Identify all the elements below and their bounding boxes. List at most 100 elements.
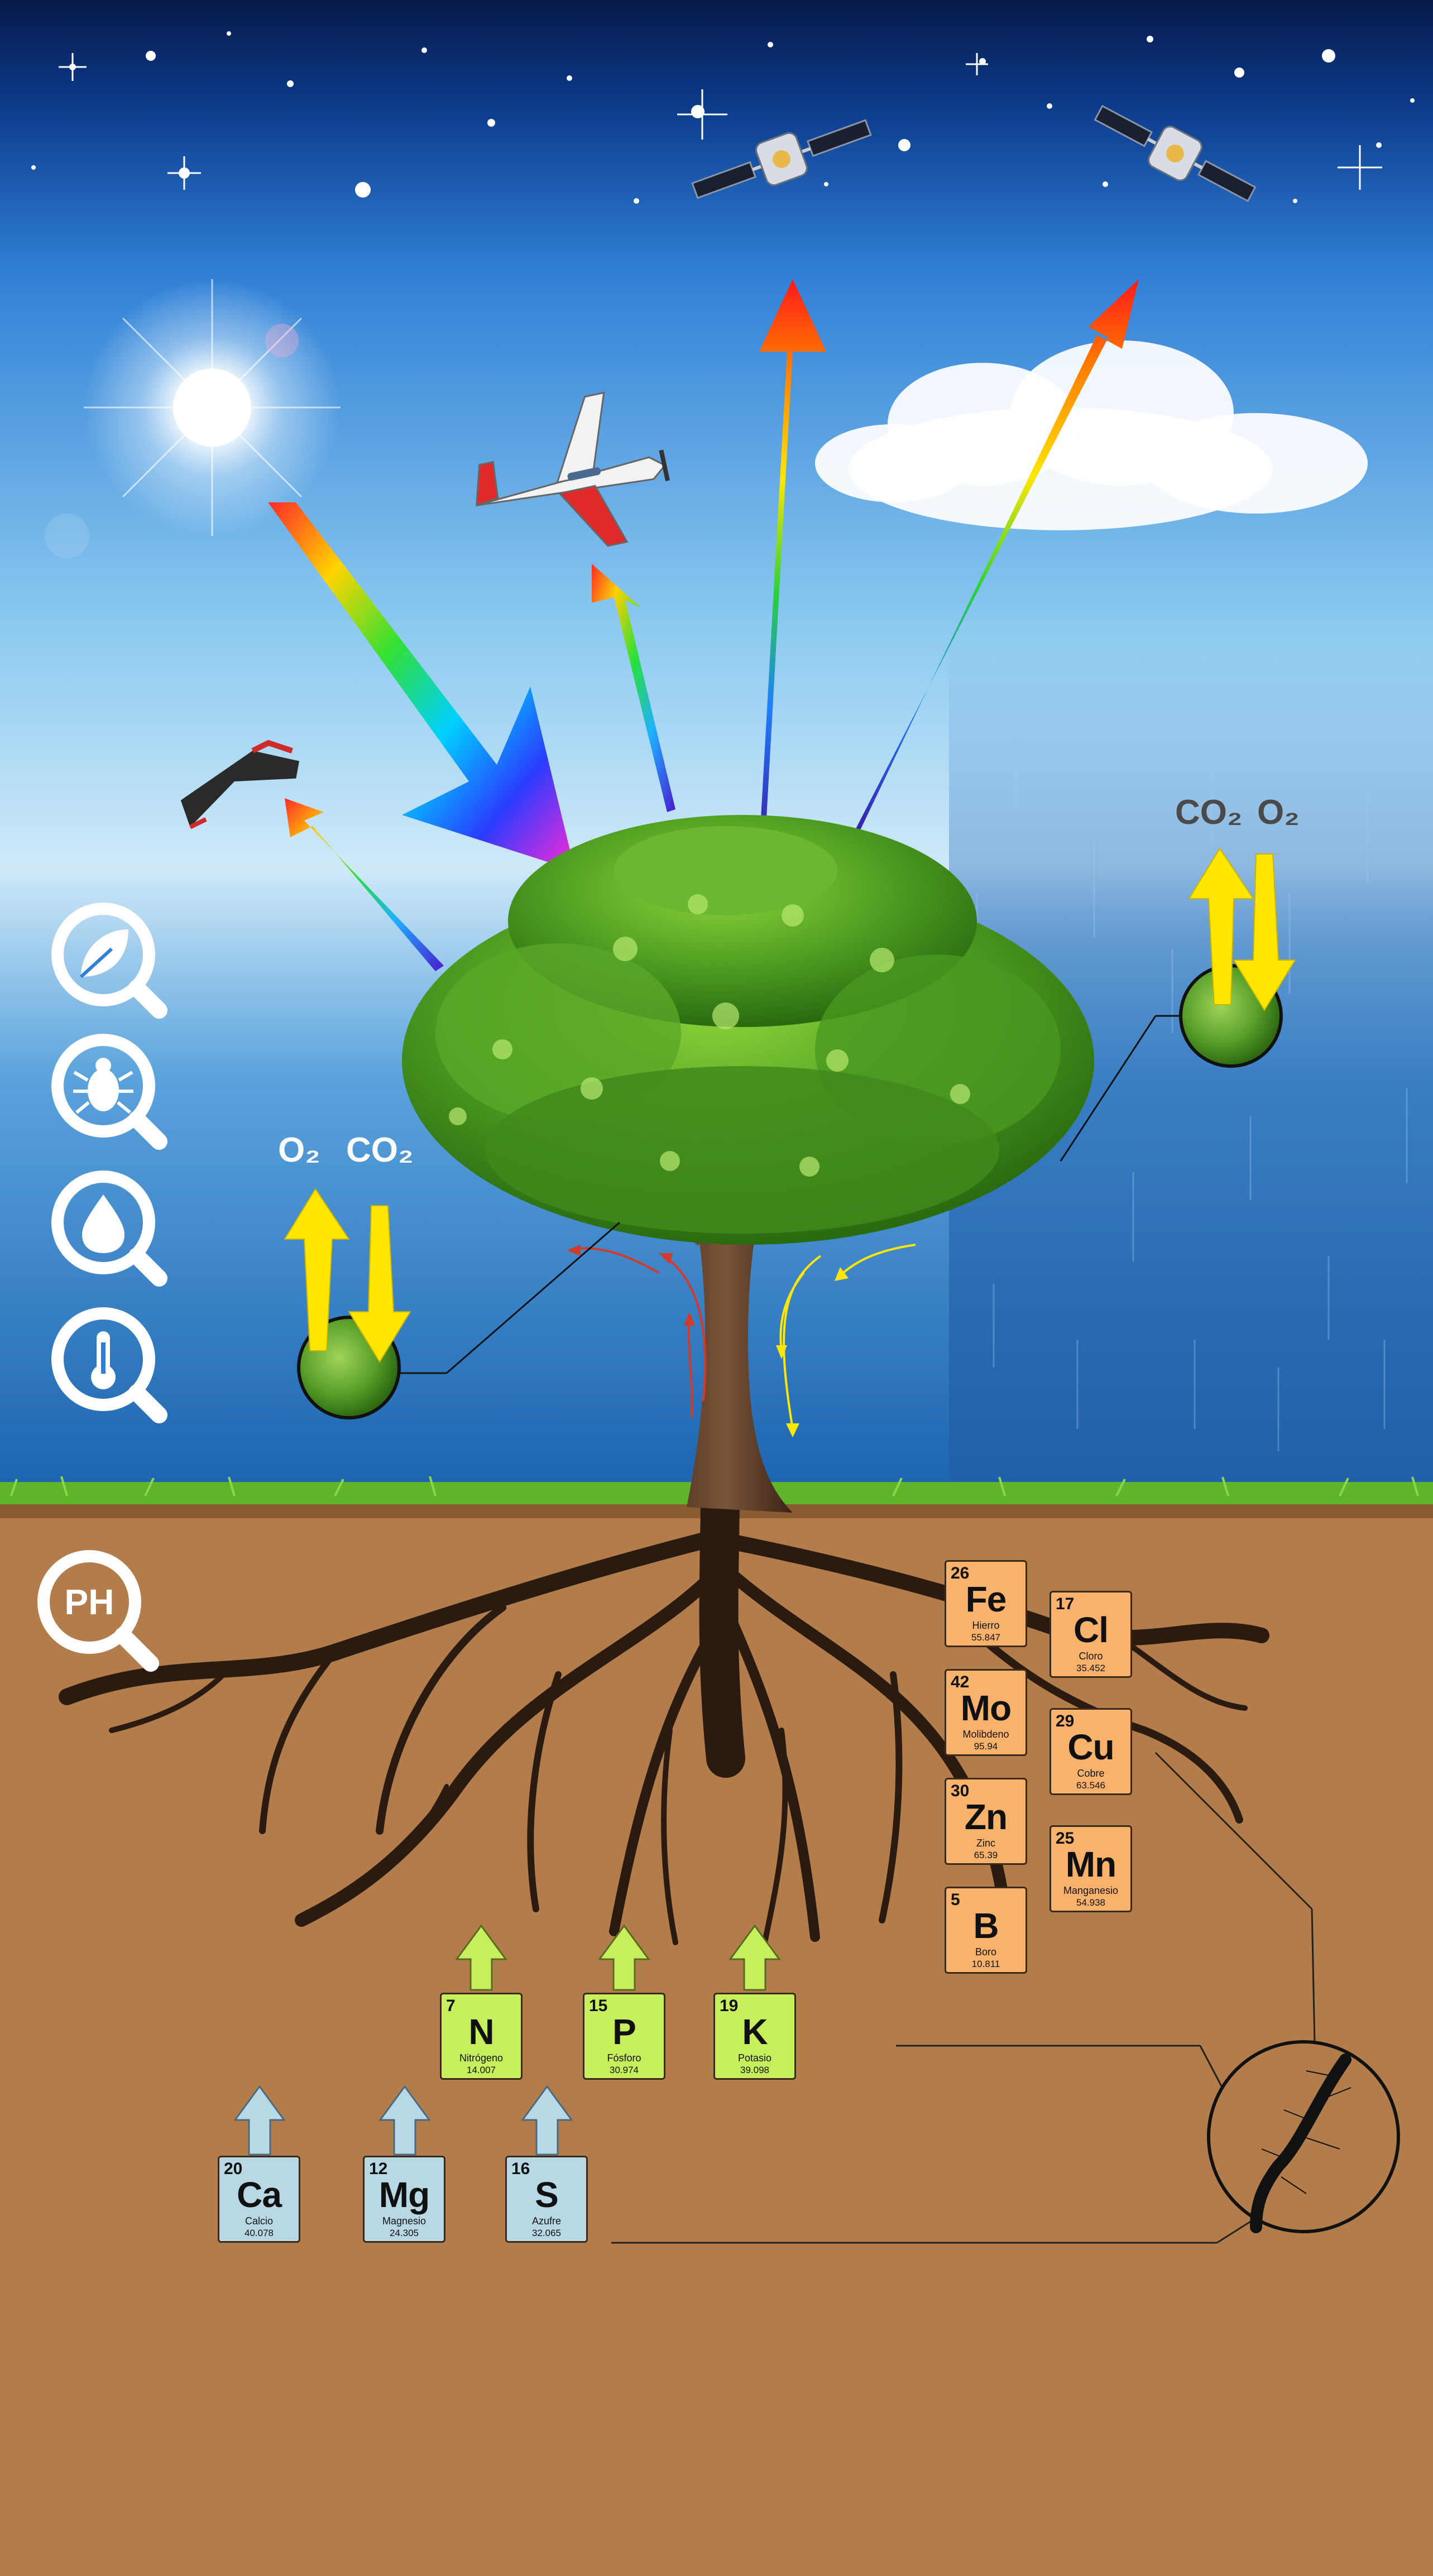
element-number: 15 <box>589 1997 608 2015</box>
element-number: 29 <box>1056 1712 1075 1730</box>
connector-line <box>1216 2220 1251 2244</box>
reflected-arrow-satellite-2 <box>849 279 1139 843</box>
element-symbol: N <box>468 2012 494 2052</box>
element-symbol: Mg <box>378 2175 430 2215</box>
element-mass: 24.305 <box>390 2228 419 2238</box>
element-tile-cl: 17 Cl Cloro 35.452 <box>1049 1591 1132 1678</box>
callout-line <box>1060 1015 1157 1162</box>
lens-flare <box>265 324 299 357</box>
gas-label-left-o2: O₂ <box>278 1131 320 1169</box>
element-name: Boro <box>975 1946 997 1958</box>
element-mass: 54.938 <box>1076 1897 1105 1908</box>
element-tile-n: 7 N Nitrógeno 14.007 <box>440 1993 523 2080</box>
element-mass: 35.452 <box>1076 1663 1105 1673</box>
star-sparkles <box>59 53 1382 190</box>
element-name: Magnesio <box>382 2215 426 2227</box>
rain-streaks <box>976 698 1408 1451</box>
gas-label-right-co2: CO₂ <box>1175 793 1243 832</box>
gas-arrows-left <box>284 1188 411 1363</box>
element-name: Zinc <box>976 1838 995 1849</box>
element-name: Fósforo <box>607 2052 641 2064</box>
element-tile-mg: 12 Mg Magnesio 24.305 <box>363 2156 445 2243</box>
element-mass: 63.546 <box>1076 1780 1105 1791</box>
element-name: Hierro <box>972 1620 1000 1631</box>
element-symbol: P <box>612 2012 636 2052</box>
tree-canopy <box>402 815 1094 1245</box>
sun-rays <box>84 279 341 536</box>
element-number: 25 <box>1056 1829 1075 1848</box>
lens-flare <box>45 514 89 558</box>
element-tile-cu: 29 Cu Cobre 63.546 <box>1049 1708 1132 1795</box>
element-number: 12 <box>369 2160 388 2178</box>
element-number: 17 <box>1056 1595 1075 1613</box>
element-mass: 14.007 <box>467 2065 496 2075</box>
element-tile-s: 16 S Azufre 32.065 <box>505 2156 588 2243</box>
grass-blades <box>10 1476 1419 1496</box>
bug-search-icon <box>51 1034 167 1150</box>
leaf-search-icon <box>51 903 167 1019</box>
root-hairs <box>1261 2070 1351 2194</box>
element-name: Potasio <box>737 2052 772 2064</box>
element-symbol: Zn <box>964 1797 1008 1837</box>
element-symbol: Fe <box>965 1579 1007 1619</box>
element-symbol: B <box>973 1906 999 1946</box>
element-number: 20 <box>224 2160 243 2178</box>
element-tile-zn: 30 Zn Zinc 65.39 <box>945 1778 1027 1865</box>
element-name: Molibdeno <box>962 1729 1009 1740</box>
callout-line <box>446 1221 620 1374</box>
element-number: 16 <box>511 2160 530 2178</box>
element-name: Calcio <box>245 2215 274 2227</box>
gas-label-left-co2: CO₂ <box>346 1131 414 1169</box>
element-mass: 65.39 <box>974 1850 998 1860</box>
element-mass: 10.811 <box>971 1959 1000 1969</box>
primary-uptake-arrows <box>455 1924 781 1991</box>
water-arrowheads <box>776 1267 849 1437</box>
element-mass: 30.974 <box>610 2065 639 2075</box>
element-tile-b: 5 B Boro 10.811 <box>945 1887 1027 1974</box>
element-number: 19 <box>720 1997 739 2015</box>
cloud <box>815 340 1368 530</box>
element-symbol: Mn <box>1065 1844 1116 1884</box>
element-tile-fe: 26 Fe Hierro 55.847 <box>945 1560 1027 1647</box>
reflected-arrow-drone <box>285 798 444 971</box>
connector-line <box>1311 1908 1316 2043</box>
element-mass: 39.098 <box>740 2065 769 2075</box>
gas-label-right-o2: O₂ <box>1257 793 1300 832</box>
sap-arrowheads <box>567 1245 695 1326</box>
element-tile-p: 15 P Fósforo 30.974 <box>583 1993 665 2080</box>
element-number: 5 <box>951 1891 960 1909</box>
secondary-uptake-arrows <box>233 2085 573 2156</box>
element-name: Cloro <box>1079 1651 1103 1662</box>
root-hair-zoom-root <box>1250 2054 1351 2233</box>
element-name: Manganesio <box>1063 1885 1119 1896</box>
connector-line <box>1154 1752 1313 1910</box>
element-name: Azufre <box>531 2215 562 2227</box>
water-drop-search-icon <box>51 1171 167 1287</box>
element-name: Nitrógeno <box>459 2052 504 2064</box>
gas-arrows-right <box>1188 847 1296 1011</box>
element-mass: 32.065 <box>532 2228 561 2238</box>
element-symbol: Cl <box>1073 1610 1109 1650</box>
reflected-arrow-satellite-1 <box>759 279 826 848</box>
element-mass: 95.94 <box>974 1741 998 1752</box>
element-tile-ca: 20 Ca Calcio 40.078 <box>218 2156 300 2243</box>
element-symbol: Ca <box>237 2175 282 2215</box>
airplane <box>476 391 670 547</box>
element-number: 26 <box>951 1564 970 1582</box>
element-tile-mo: 42 Mo Molibdeno 95.94 <box>945 1669 1027 1756</box>
element-tile-k: 19 K Potasio 39.098 <box>713 1993 796 2080</box>
element-number: 30 <box>951 1782 970 1800</box>
element-symbol: Mo <box>960 1688 1012 1728</box>
element-number: 7 <box>446 1997 456 2015</box>
incoming-radiation-arrow <box>268 502 575 871</box>
ph-search-icon <box>37 1550 159 1672</box>
element-symbol: K <box>742 2012 768 2052</box>
element-number: 42 <box>951 1673 970 1691</box>
drone <box>180 740 300 829</box>
tree-trunk <box>659 1172 793 1513</box>
reflected-arrow-airplane <box>592 564 675 812</box>
element-tile-mn: 25 Mn Manganesio 54.938 <box>1049 1825 1132 1912</box>
element-name: Cobre <box>1077 1768 1105 1779</box>
